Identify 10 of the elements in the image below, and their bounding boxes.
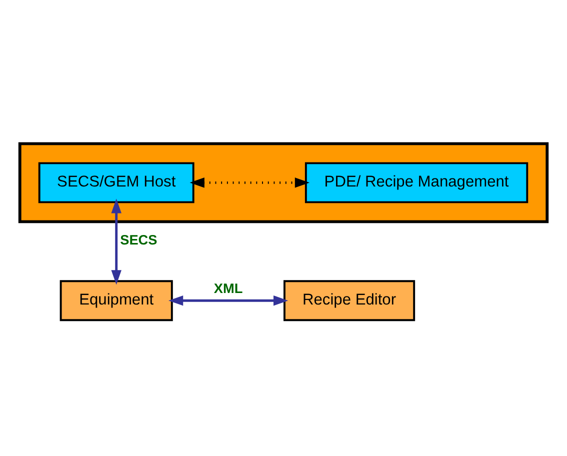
node-box: SECS/GEM Host — [38, 162, 194, 204]
arrow — [168, 295, 288, 306]
edge-label: XML — [214, 281, 243, 296]
node-box: Recipe Editor — [284, 280, 416, 322]
node-box: Equipment — [60, 280, 173, 322]
cluster — [18, 142, 549, 224]
arrow — [111, 198, 122, 285]
edge-label: SECS — [120, 232, 158, 248]
node-box: PDE/ Recipe Management — [304, 162, 528, 204]
arrow — [190, 178, 310, 188]
